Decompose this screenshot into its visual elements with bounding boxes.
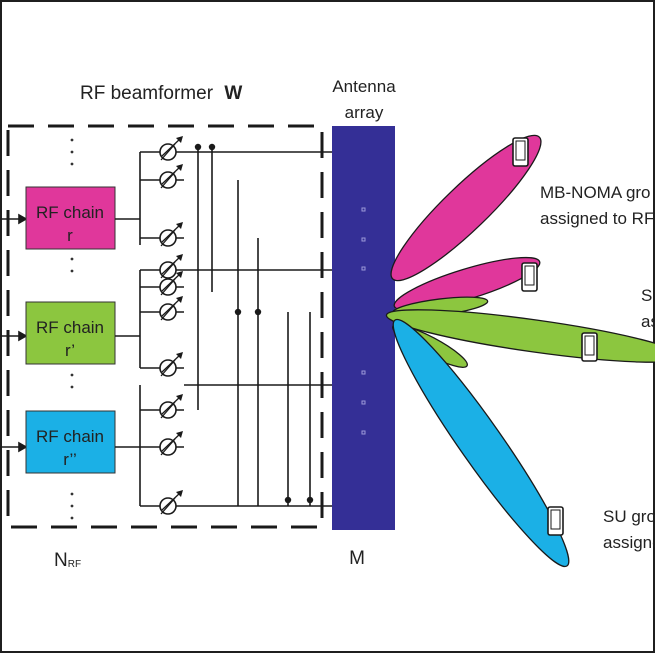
phase-shifter-icon	[140, 431, 184, 456]
nrf-label: NRF	[54, 550, 81, 571]
phase-shifter-icon	[140, 136, 184, 161]
su-group-bottom-label-line1: SU gro	[603, 507, 655, 526]
rf-chain-r-double-prime-index: r’’	[63, 450, 77, 469]
phone-icon	[581, 332, 598, 362]
su-group-bottom-label-line2: assigne	[603, 533, 655, 552]
beamformer-symbol: W	[224, 83, 242, 104]
antenna-count-label: M	[349, 548, 365, 569]
phase-shifter-icon	[140, 490, 184, 515]
su-group-top-label-line1: SU	[641, 286, 655, 305]
antenna-label-line1: Antenna	[332, 77, 396, 96]
phase-shifter-icon	[140, 394, 184, 419]
beam-green-large	[385, 309, 655, 363]
antenna-ellipsis	[361, 207, 366, 435]
beam-magenta-large	[390, 134, 542, 282]
phase-shifter-array	[140, 136, 184, 515]
input-lines	[0, 213, 28, 453]
rf-chain-r-double-prime-label: RF chain	[36, 427, 104, 446]
phase-shifter-icon	[140, 271, 184, 296]
rf-chain-r-double-prime	[25, 410, 116, 474]
nrf-subscript: RF	[68, 559, 81, 570]
antenna-label-line2: array	[345, 103, 384, 122]
phase-shifter-icon	[140, 254, 184, 279]
rf-chain-r-prime-index: r’	[65, 341, 75, 360]
mb-noma-group-label-line2: assigned to RF	[540, 209, 654, 228]
mb-noma-group-label-line1: MB-NOMA gro	[540, 183, 651, 202]
phone-icon	[521, 262, 538, 292]
phase-shifter-icon	[140, 296, 184, 321]
beam-pattern	[385, 134, 655, 568]
rf-chain-r-prime	[25, 301, 116, 365]
phase-shifter-icon	[140, 352, 184, 377]
combiner-wiring	[184, 147, 332, 507]
beam-blue-large	[392, 318, 570, 568]
beamformer-title: RF beamformer W	[80, 83, 242, 104]
rf-chain-r-index: r	[67, 226, 73, 245]
phase-shifter-icon	[140, 164, 184, 189]
su-group-top-label-line2: as	[641, 312, 655, 331]
phase-shifter-icon	[140, 222, 184, 247]
combiner-junctions	[194, 143, 314, 504]
phone-icon	[547, 506, 564, 536]
phone-icon	[512, 137, 529, 167]
chain-ellipsis	[70, 138, 74, 520]
rf-chain-r-prime-label: RF chain	[36, 318, 104, 337]
rf-chain-r-label: RF chain	[36, 203, 104, 222]
rf-chain-r	[25, 186, 116, 250]
antenna-array	[332, 126, 395, 530]
